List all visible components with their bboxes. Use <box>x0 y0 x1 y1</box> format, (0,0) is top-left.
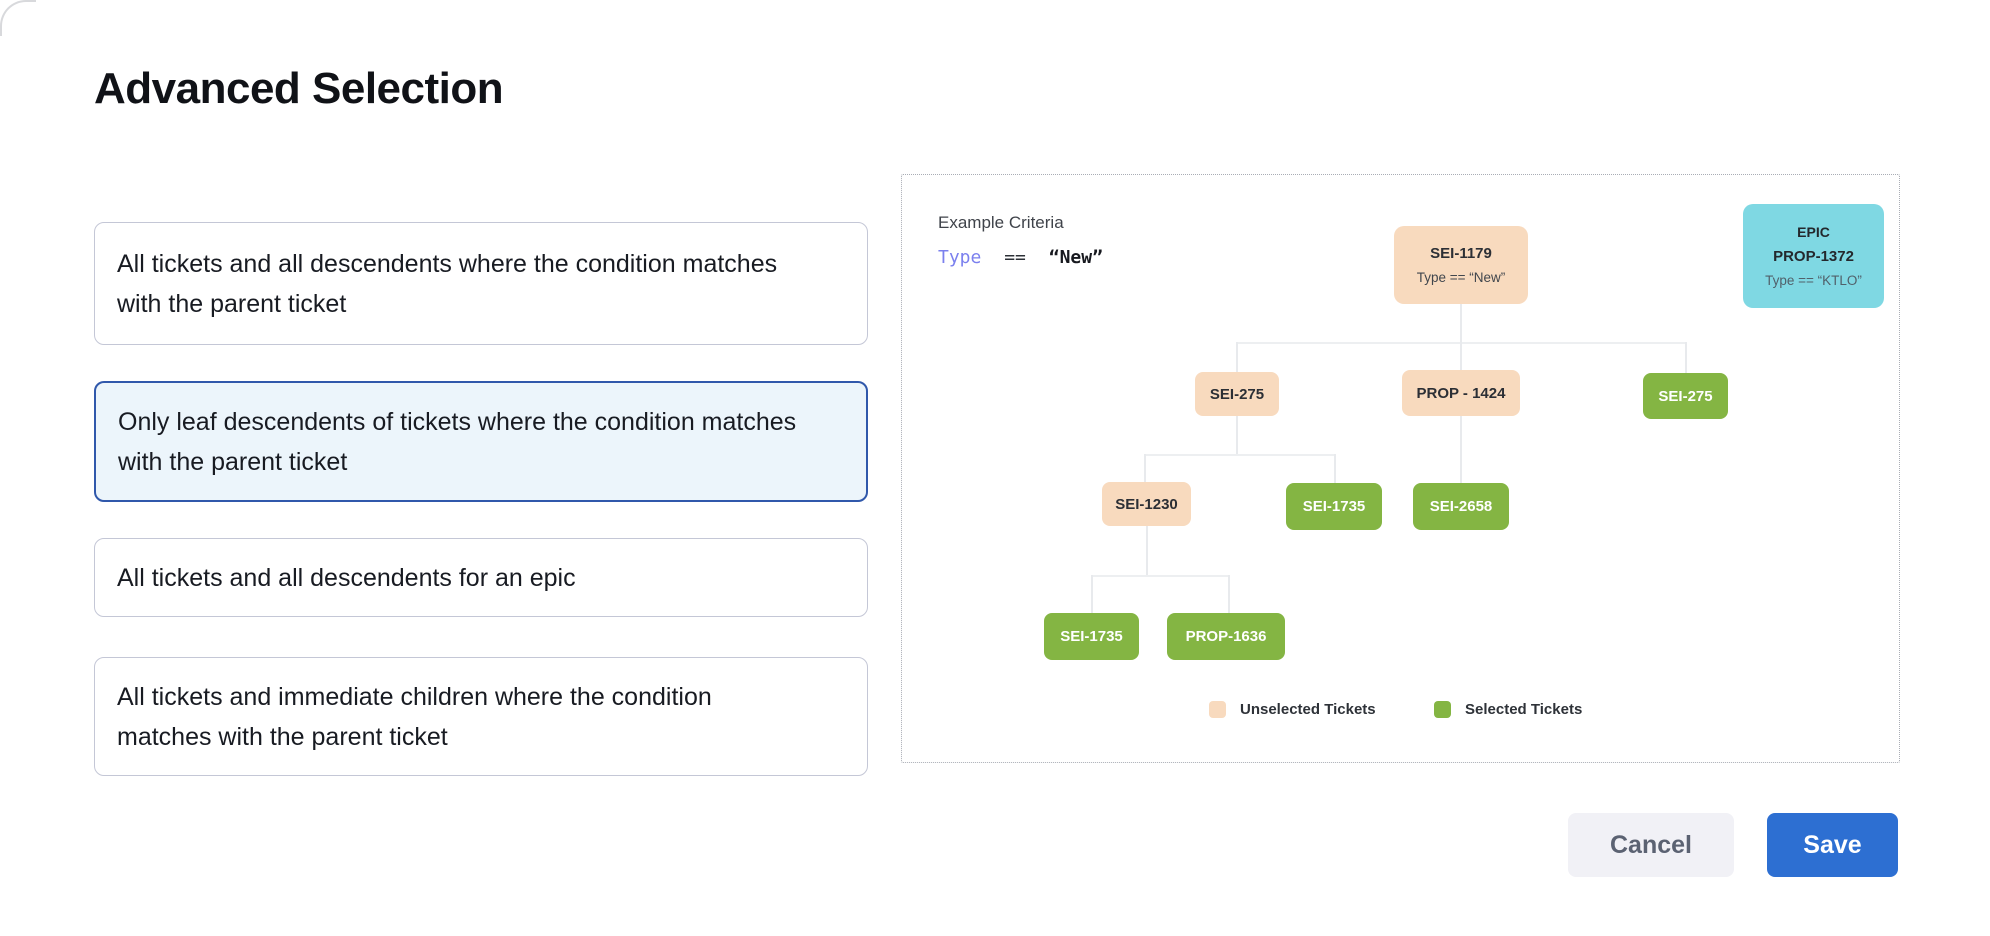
example-criteria-expression: Type == “New” <box>938 247 1103 268</box>
criteria-value: “New” <box>1048 247 1103 268</box>
epic-card: EPIC PROP-1372 Type == “KTLO” <box>1743 204 1884 308</box>
ticket-node: PROP - 1424 <box>1402 370 1520 416</box>
epic-criteria: Type == “KTLO” <box>1765 273 1862 288</box>
criteria-operator: == <box>1004 247 1026 268</box>
option-label: All tickets and all descendents where th… <box>117 249 778 318</box>
option-only-leaf-descendents[interactable]: Only leaf descendents of tickets where t… <box>94 381 868 502</box>
ticket-node: SEI-275 <box>1643 373 1728 419</box>
legend-unselected: Unselected Tickets <box>1209 701 1376 718</box>
example-criteria-label: Example Criteria <box>938 213 1064 232</box>
connector-line <box>1146 526 1148 575</box>
epic-type-label: EPIC <box>1797 224 1830 240</box>
option-immediate-children-condition[interactable]: All tickets and immediate children where… <box>94 657 868 776</box>
ticket-node: SEI-1230 <box>1102 482 1191 526</box>
option-all-descendents-epic[interactable]: All tickets and all descendents for an e… <box>94 538 868 617</box>
ticket-id: SEI-275 <box>1209 385 1265 403</box>
connector-line <box>1236 342 1238 372</box>
connector-line <box>1091 575 1229 577</box>
ticket-criteria: Type == “New” <box>1416 270 1506 285</box>
option-label: All tickets and all descendents for an e… <box>117 563 576 592</box>
option-all-descendents-condition[interactable]: All tickets and all descendents where th… <box>94 222 868 345</box>
ticket-node: SEI-2658 <box>1413 483 1509 530</box>
ticket-id: SEI-1179 <box>1430 245 1492 262</box>
save-button[interactable]: Save <box>1767 813 1898 877</box>
option-label: Only leaf descendents of tickets where t… <box>118 407 797 476</box>
connector-line <box>1685 342 1687 373</box>
example-panel: Example Criteria Type == “New” SEI-1179 … <box>901 174 1900 763</box>
epic-id: PROP-1372 <box>1773 248 1854 265</box>
unselected-swatch-icon <box>1209 701 1226 718</box>
window-corner <box>0 0 36 36</box>
ticket-id: SEI-275 <box>1658 387 1713 405</box>
page-title: Advanced Selection <box>94 64 504 113</box>
legend-label: Selected Tickets <box>1465 701 1583 718</box>
connector-line <box>1236 416 1238 454</box>
ticket-node-root: SEI-1179 Type == “New” <box>1394 226 1528 304</box>
cancel-button[interactable]: Cancel <box>1568 813 1734 877</box>
connector-line <box>1091 575 1093 613</box>
legend-label: Unselected Tickets <box>1240 701 1376 718</box>
selected-swatch-icon <box>1434 701 1451 718</box>
ticket-id: SEI-1230 <box>1115 495 1178 513</box>
legend-selected: Selected Tickets <box>1434 701 1582 718</box>
ticket-node: SEI-1735 <box>1286 483 1382 530</box>
connector-line <box>1144 454 1146 482</box>
ticket-id: SEI-1735 <box>1302 498 1366 515</box>
connector-line <box>1144 454 1335 456</box>
connector-line <box>1460 304 1462 342</box>
criteria-field: Type <box>938 247 982 268</box>
ticket-node: SEI-1735 <box>1044 613 1139 660</box>
ticket-node: PROP-1636 <box>1167 613 1285 660</box>
ticket-id: PROP - 1424 <box>1416 384 1506 402</box>
option-label: All tickets and immediate children where… <box>117 682 712 751</box>
connector-line <box>1460 342 1462 370</box>
ticket-id: PROP-1636 <box>1185 628 1267 645</box>
ticket-id: SEI-2658 <box>1429 498 1493 515</box>
ticket-id: SEI-1735 <box>1060 628 1123 645</box>
ticket-node: SEI-275 <box>1195 372 1279 416</box>
connector-line <box>1228 575 1230 613</box>
connector-line <box>1334 454 1336 483</box>
connector-line <box>1460 416 1462 483</box>
